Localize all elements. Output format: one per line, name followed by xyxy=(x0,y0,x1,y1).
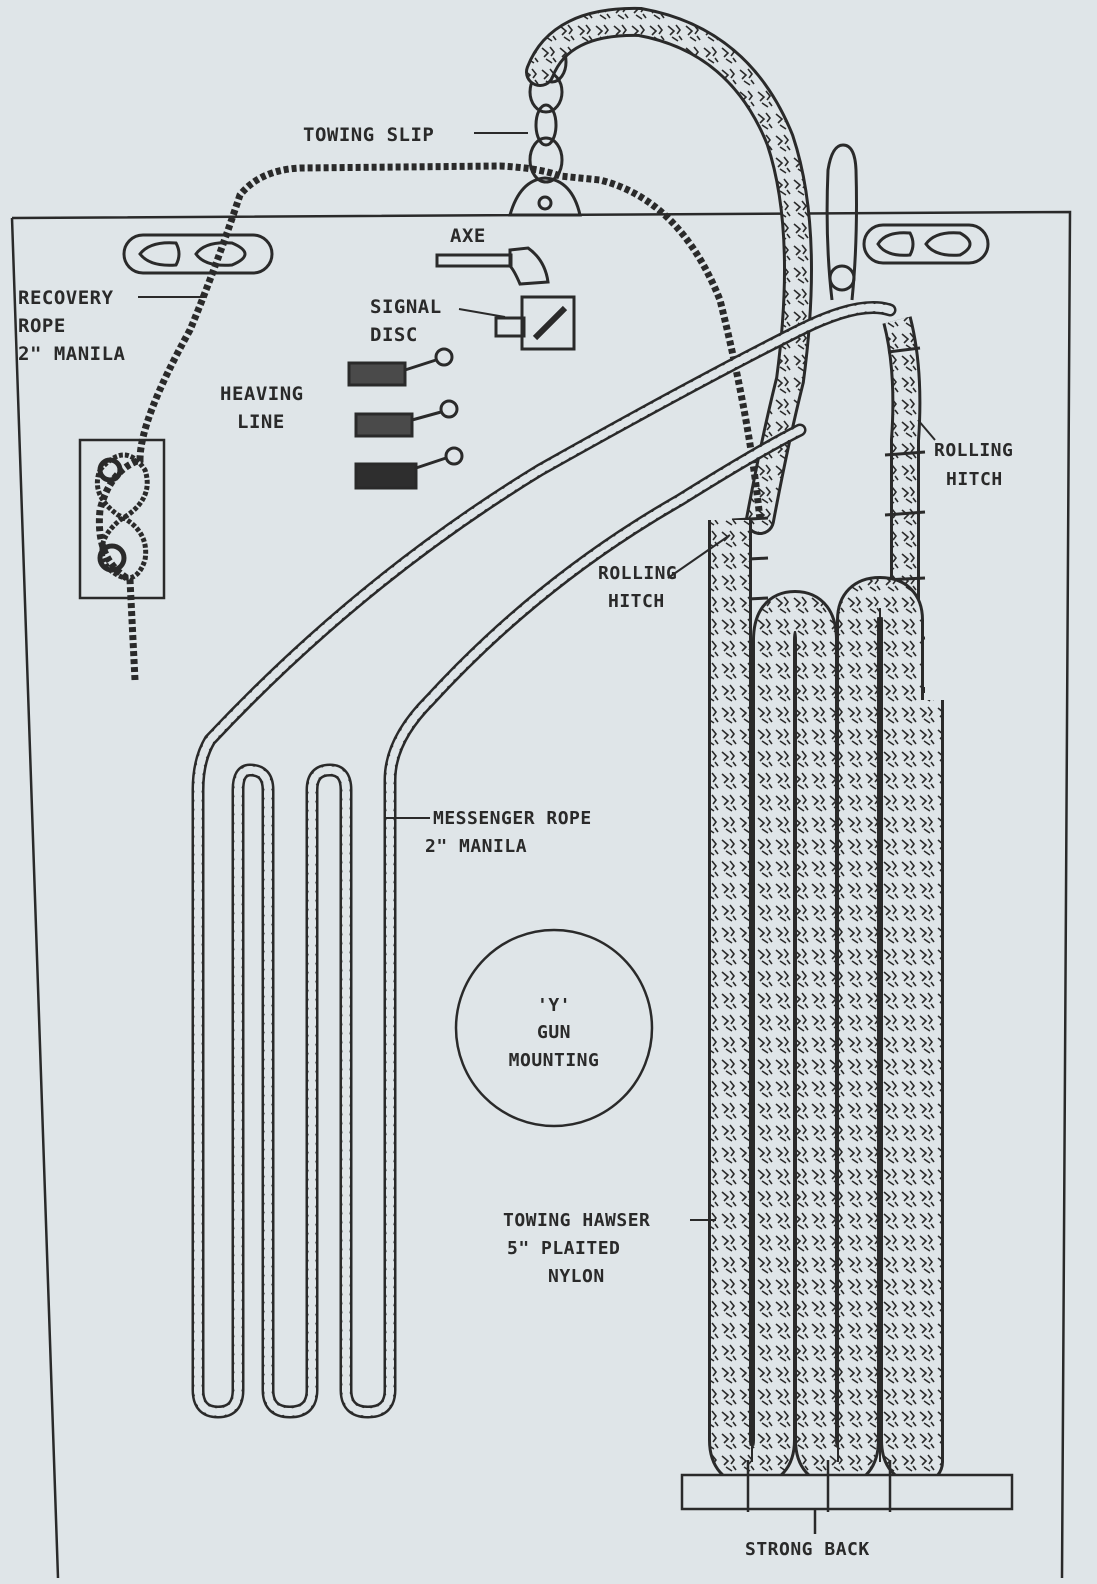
label-rolling-hitch-right-line1: ROLLING xyxy=(934,440,1013,461)
label-axe: AXE xyxy=(450,225,486,247)
label-towing-hawser-line1: TOWING HAWSER xyxy=(503,1210,650,1231)
label-recovery-rope-line1: RECOVERY xyxy=(18,287,114,309)
label-towing-slip: TOWING SLIP xyxy=(303,124,434,146)
label-gun-mounting-line2: GUN xyxy=(537,1022,571,1043)
label-towing-hawser-line3: NYLON xyxy=(548,1266,605,1287)
heaving-line-2 xyxy=(356,401,457,436)
label-signal-disc-line2: DISC xyxy=(370,324,418,346)
label-rolling-hitch-center-line1: ROLLING xyxy=(598,563,677,584)
label-heaving-line-line2: LINE xyxy=(237,411,285,433)
label-strong-back: STRONG BACK xyxy=(745,1539,870,1560)
label-gun-mounting-line3: MOUNTING xyxy=(509,1050,600,1071)
label-gun-mounting-line1: 'Y' xyxy=(537,995,571,1016)
fairlead-right xyxy=(864,225,988,263)
label-messenger-rope-line2: 2" MANILA xyxy=(425,836,527,857)
fairlead-left xyxy=(124,235,272,273)
heaving-line-1 xyxy=(349,349,452,385)
label-recovery-rope-line2: ROPE xyxy=(18,315,66,337)
label-rolling-hitch-right-line2: HITCH xyxy=(946,469,1003,490)
label-towing-hawser-line2: 5" PLAITED xyxy=(507,1238,620,1259)
label-messenger-rope-line1: MESSENGER ROPE xyxy=(433,808,592,829)
signal-disc-icon xyxy=(496,297,574,349)
label-rolling-hitch-center-line2: HITCH xyxy=(608,591,665,612)
heaving-line-3 xyxy=(356,448,462,488)
axe-icon xyxy=(437,248,548,284)
towing-hawser-coil xyxy=(730,520,922,1465)
label-recovery-rope-line3: 2" MANILA xyxy=(18,343,126,365)
label-heaving-line-line1: HEAVING xyxy=(220,383,304,405)
label-signal-disc-line1: SIGNAL xyxy=(370,296,442,318)
